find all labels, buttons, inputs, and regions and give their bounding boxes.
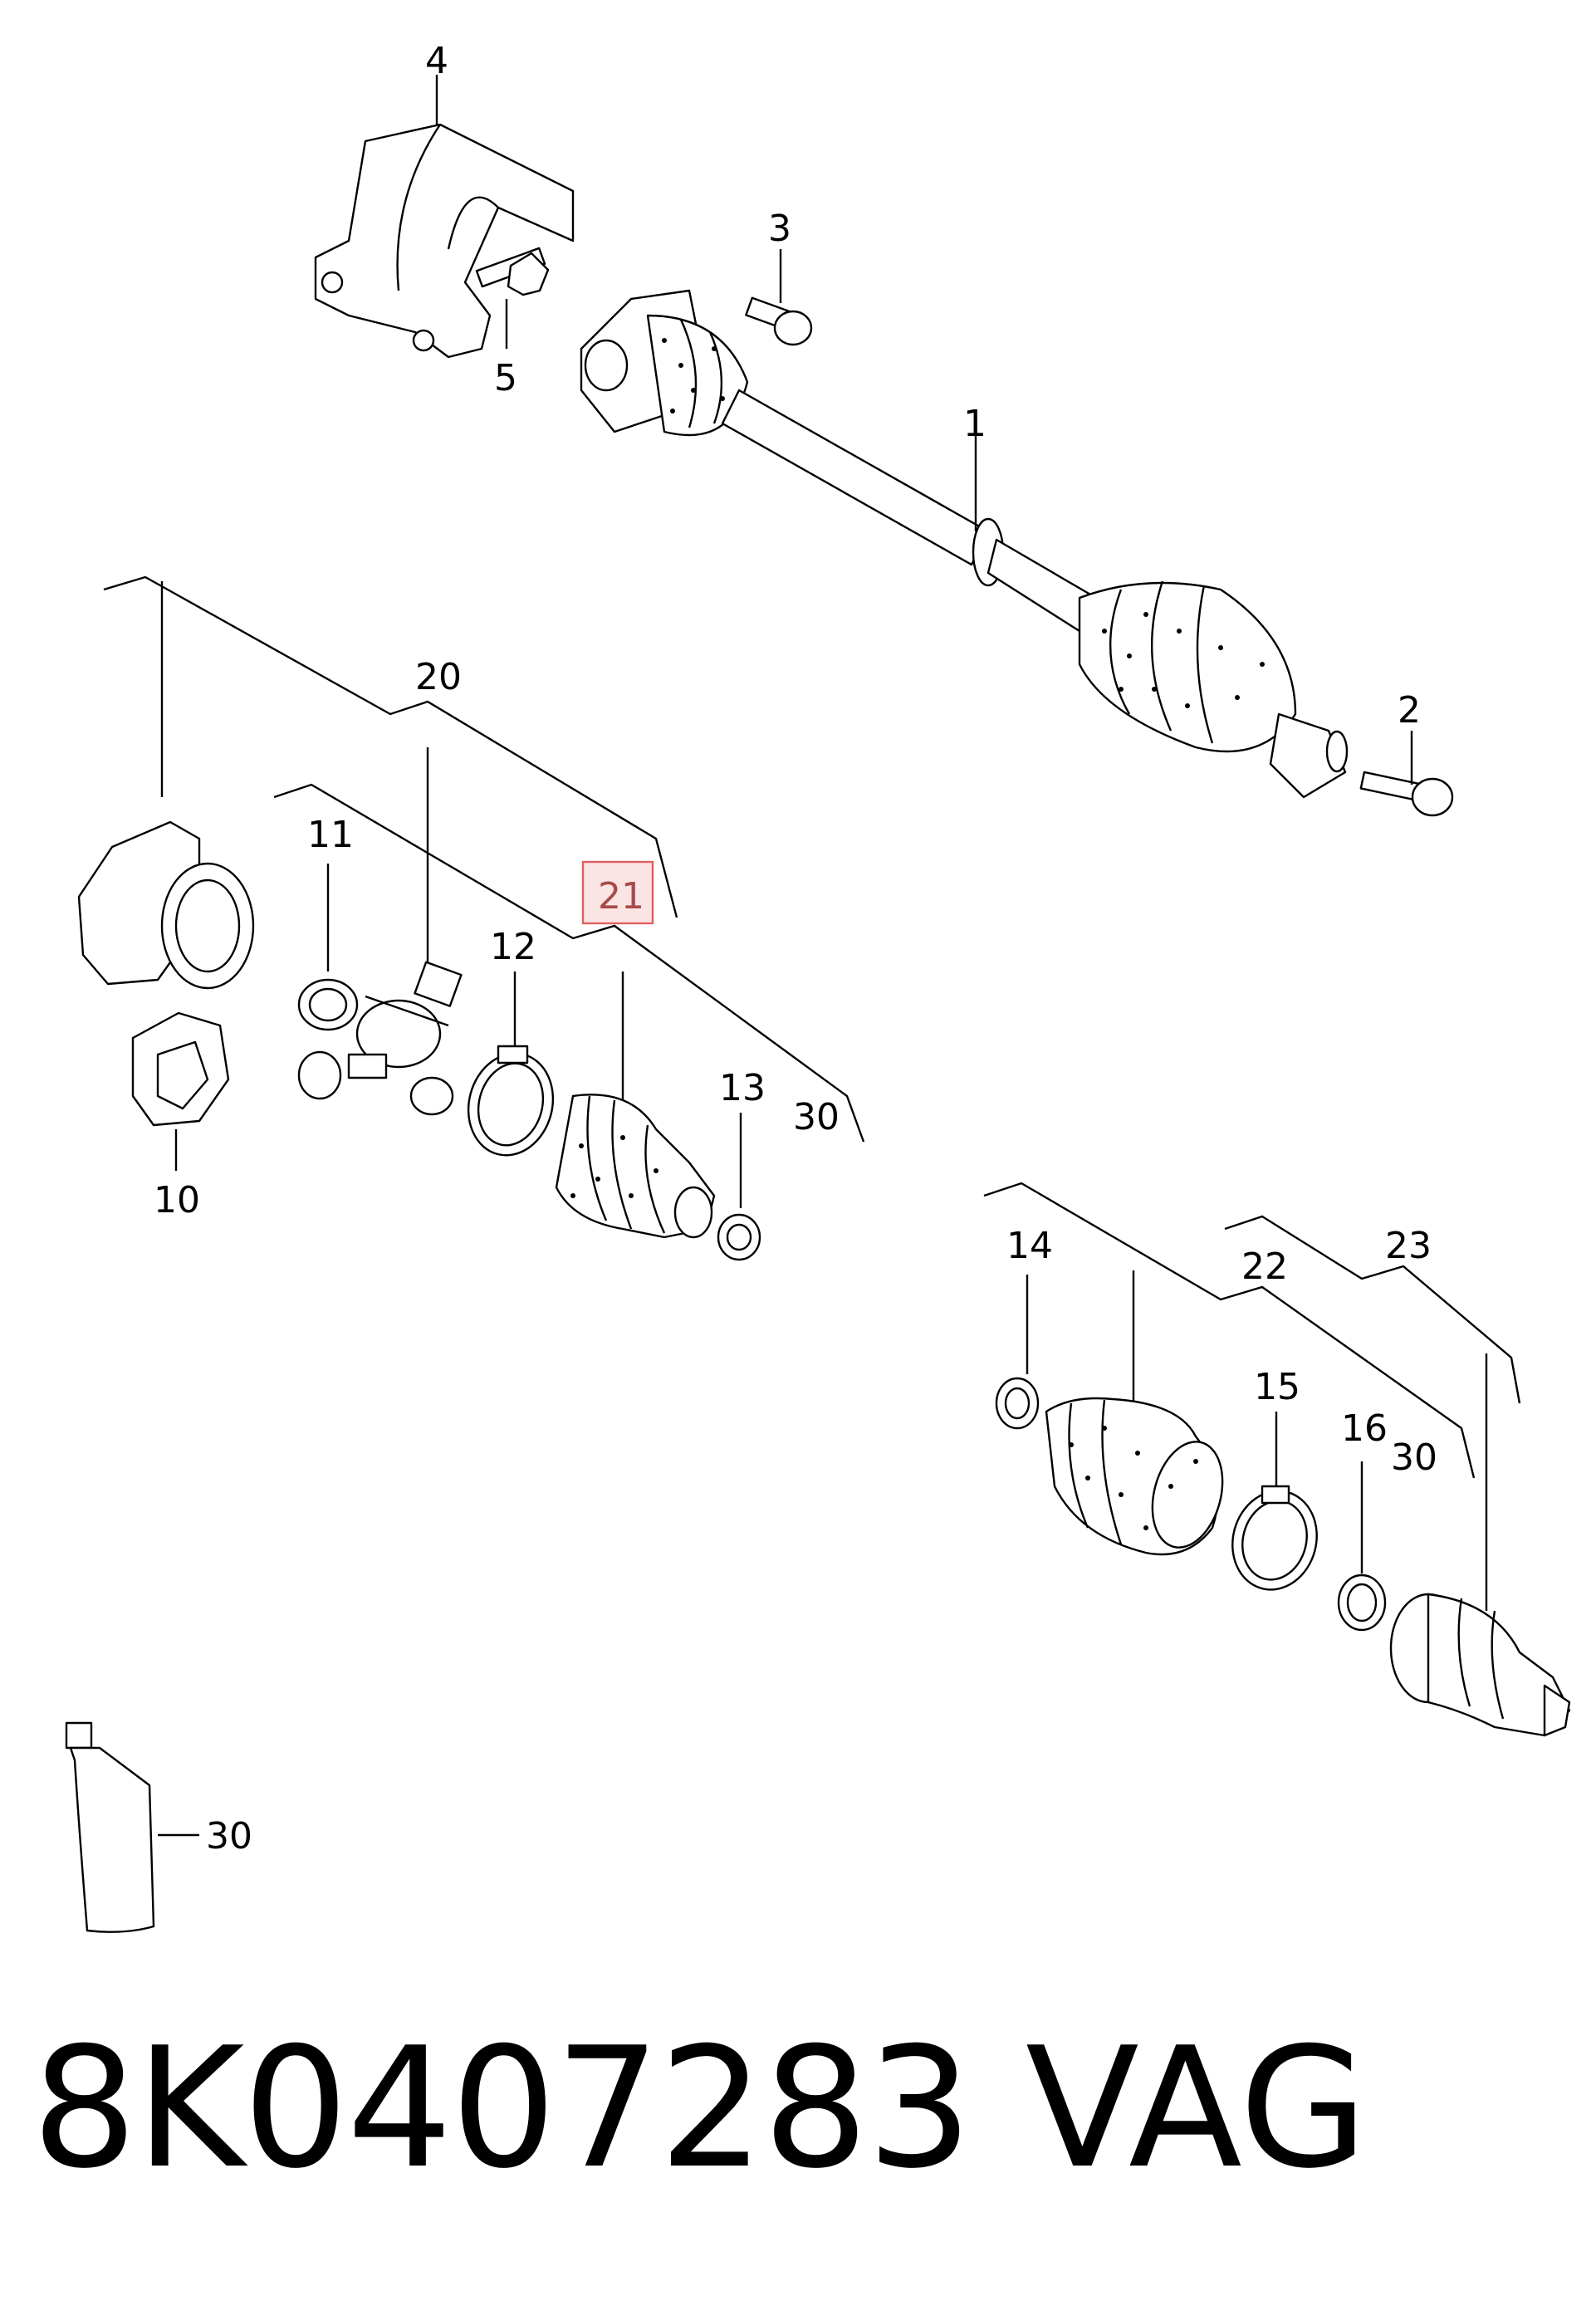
- callout-13: 13: [719, 1067, 766, 1109]
- bolt-2: [1359, 731, 1454, 817]
- callout-5: 5: [494, 357, 517, 399]
- callout-21-highlight: [581, 860, 654, 925]
- callout-4: 4: [425, 40, 448, 82]
- grease-tube: [65, 1721, 199, 1933]
- cv-joint-housing: [77, 820, 255, 990]
- circlip-11: [297, 864, 359, 1031]
- group-20-bracket: [103, 575, 678, 963]
- brand-name: VAG: [1026, 2012, 1368, 2205]
- callout-20: 20: [415, 656, 462, 698]
- callout-2: 2: [1398, 689, 1421, 732]
- group-21-bracket: [273, 783, 865, 1143]
- outer-cv-joint: [1389, 1593, 1571, 1737]
- inner-boot: [555, 1094, 716, 1239]
- boot-texture-dots: [662, 338, 1265, 708]
- callout-14: 14: [1006, 1225, 1053, 1267]
- clamp-15: [1231, 1412, 1318, 1591]
- clamp-14: [995, 1275, 1040, 1430]
- drive-shaft-assembly: [580, 289, 1349, 799]
- callout-30-a: 30: [793, 1096, 840, 1138]
- clamp-13: [717, 1113, 761, 1261]
- callout-15: 15: [1254, 1366, 1300, 1408]
- callout-1: 1: [963, 403, 986, 445]
- callout-30-b: 30: [1391, 1436, 1437, 1479]
- part-number: 8K0407283: [32, 2012, 972, 2205]
- callout-16: 16: [1341, 1407, 1388, 1450]
- callout-22: 22: [1241, 1246, 1288, 1288]
- callout-23: 23: [1385, 1225, 1432, 1267]
- bolt-3: [745, 249, 813, 346]
- group-23-bracket: [1224, 1215, 1521, 1611]
- callout-30-c: 30: [206, 1815, 252, 1857]
- callout-11: 11: [307, 814, 354, 856]
- part-10-boot-ring: [131, 1011, 230, 1171]
- tripod-joint: [297, 961, 463, 1116]
- heat-shield-bracket: [314, 75, 575, 359]
- callout-3: 3: [768, 208, 791, 250]
- circlip-16: [1337, 1461, 1387, 1632]
- callout-10: 10: [154, 1179, 200, 1221]
- bolt-5: [475, 247, 550, 349]
- outer-boot: [1045, 1397, 1224, 1556]
- callout-12: 12: [490, 926, 536, 968]
- callout-21: 21: [598, 875, 644, 918]
- clamp-12: [467, 972, 555, 1157]
- group-22-bracket: [983, 1182, 1476, 1479]
